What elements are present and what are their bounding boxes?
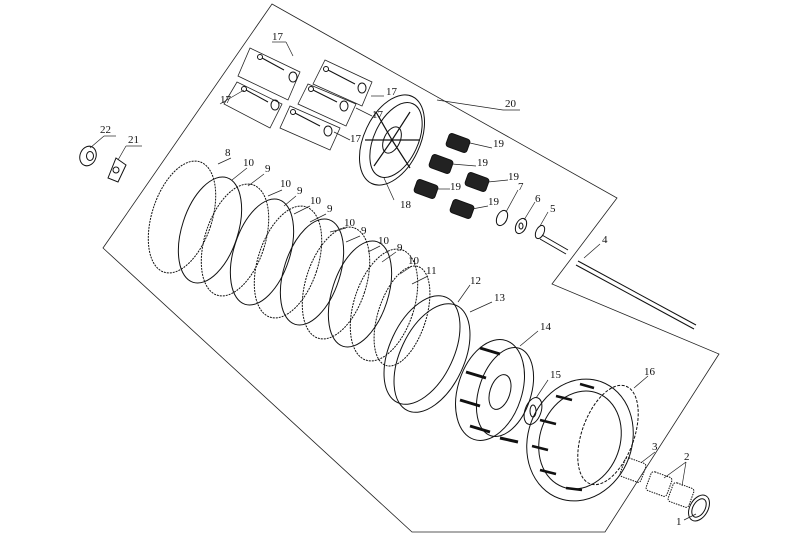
callout-17: 17	[386, 86, 398, 98]
callout-19: 19	[477, 157, 489, 169]
bolt-boxes	[223, 47, 373, 151]
wire-rings	[383, 295, 471, 413]
assembly-outline	[102, 3, 720, 533]
thrust-washer	[523, 397, 543, 425]
callout-11: 11	[426, 265, 437, 277]
springs	[413, 133, 490, 219]
callout-17: 17	[220, 94, 232, 106]
callout-5: 5	[550, 203, 556, 215]
bolt	[257, 54, 298, 83]
spring	[413, 179, 439, 199]
callout-20: 20	[505, 98, 517, 110]
bolts	[241, 54, 367, 137]
callout-15: 15	[550, 369, 562, 381]
small-washers	[495, 209, 569, 255]
callout-labels: 17 17 17 17 17 20 19 19 19 19 19 18 7 6 …	[100, 31, 690, 528]
callout-10: 10	[243, 157, 255, 169]
lock-nut	[79, 145, 97, 167]
push-rod	[575, 260, 697, 330]
callout-13: 13	[494, 292, 506, 304]
callout-10: 10	[310, 195, 322, 207]
needle-bearings	[619, 457, 695, 508]
callout-9: 9	[361, 225, 367, 237]
callout-9: 9	[327, 203, 333, 215]
callout-18: 18	[400, 199, 412, 211]
callout-8: 8	[225, 147, 231, 159]
callout-16: 16	[644, 366, 656, 378]
bolt	[290, 109, 333, 137]
spring	[464, 172, 490, 192]
callout-17: 17	[372, 109, 384, 121]
clutch-housing	[526, 378, 639, 502]
callout-21: 21	[128, 134, 139, 146]
bolt	[323, 66, 367, 94]
callout-9: 9	[297, 185, 303, 197]
circlip	[688, 494, 710, 522]
clutch-plate-stack	[147, 160, 431, 367]
callout-17: 17	[350, 133, 362, 145]
callout-2: 2	[684, 451, 690, 463]
pressure-plate	[359, 94, 425, 186]
callout-10: 10	[344, 217, 356, 229]
callout-6: 6	[535, 193, 541, 205]
callout-22: 22	[100, 124, 111, 136]
spring	[445, 133, 471, 153]
callout-19: 19	[488, 196, 500, 208]
bolt	[308, 86, 349, 112]
callout-12: 12	[470, 275, 481, 287]
callout-7: 7	[518, 181, 524, 193]
spring	[428, 154, 454, 174]
leader-lines	[89, 41, 697, 521]
callout-1: 1	[676, 516, 682, 528]
lock-washer	[107, 157, 127, 183]
callout-19: 19	[450, 181, 462, 193]
bolt	[241, 86, 280, 111]
callout-9: 9	[265, 163, 271, 175]
callout-19: 19	[493, 138, 505, 150]
inner-hub	[455, 339, 535, 444]
callout-10: 10	[408, 255, 420, 267]
callout-14: 14	[540, 321, 552, 333]
callout-19: 19	[508, 171, 520, 183]
callout-10: 10	[378, 235, 390, 247]
callout-4: 4	[602, 234, 608, 246]
callout-3: 3	[652, 441, 658, 453]
callout-10: 10	[280, 178, 292, 190]
callout-17: 17	[272, 31, 284, 43]
callout-9: 9	[397, 242, 403, 254]
spring	[449, 199, 475, 219]
